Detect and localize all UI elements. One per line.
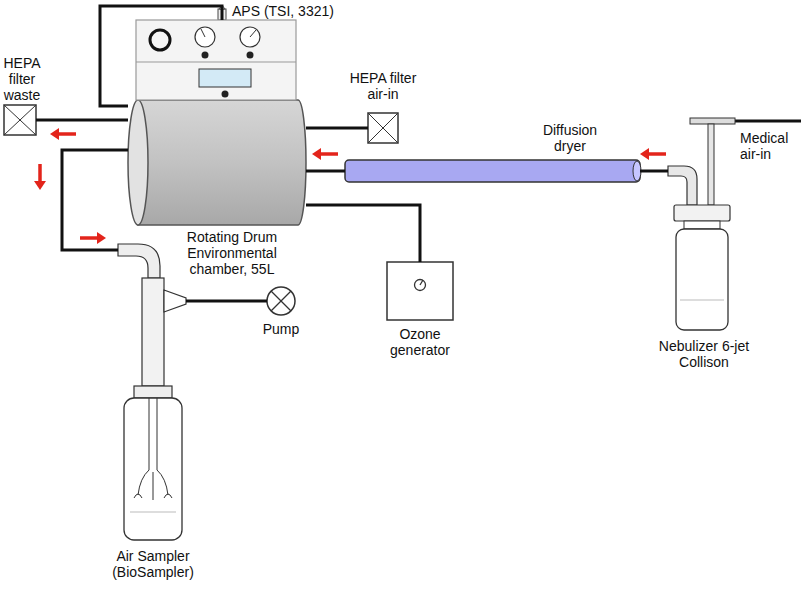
aps-instrument — [136, 5, 296, 100]
label-text: Pump — [256, 321, 306, 337]
drum-cylinder — [128, 100, 306, 225]
tube-connector — [36, 120, 128, 140]
pump: Pump — [267, 287, 295, 315]
air-sampler: Air Sampler (BioSampler) — [118, 238, 186, 543]
flow-arrowhead — [640, 148, 649, 160]
tube-connector — [306, 148, 345, 171]
ozone-generator-box — [387, 262, 453, 320]
label-text: Ozone generator — [380, 326, 460, 358]
dryer-tube: Diffusion dryer — [345, 160, 640, 182]
pump-symbol — [267, 287, 295, 315]
flow-arrow — [80, 236, 97, 240]
nebulizer-bottle — [668, 118, 801, 330]
label-text: HEPA filter waste — [0, 55, 44, 103]
tube-connector — [100, 6, 222, 106]
tube-line — [186, 300, 267, 303]
label-text: Diffusion dryer — [528, 122, 612, 154]
tube-connector — [34, 150, 128, 250]
tube-line — [306, 127, 368, 130]
tube-connector — [186, 301, 267, 302]
hepa-filter-symbol — [4, 105, 398, 143]
filter-box: HEPA filter air-in — [368, 113, 398, 143]
tube-line — [306, 205, 420, 262]
tube-connector — [306, 128, 368, 129]
chamber-cylinder: Rotating Drum Environmental chamber, 55L — [128, 100, 306, 225]
tube-line — [640, 170, 668, 173]
generator-box: Ozone generator — [387, 262, 453, 320]
tube-line — [100, 6, 222, 106]
tube-connector — [640, 148, 668, 171]
flow-arrowhead — [97, 232, 106, 244]
tube-line — [62, 150, 128, 250]
filter-box: HEPA filter waste — [4, 105, 36, 135]
label-text: Medical air-in — [740, 130, 800, 162]
flow-arrowhead — [34, 181, 46, 190]
flow-arrow — [59, 132, 76, 136]
nebulizer: Nebulizer 6-jet Collison — [668, 118, 736, 330]
label-text: Air Sampler (BioSampler) — [100, 548, 206, 580]
tube-line — [306, 170, 345, 173]
label-text: Rotating Drum Environmental chamber, 55L — [158, 229, 306, 277]
flow-arrow — [321, 152, 338, 156]
tube-line — [36, 119, 128, 122]
label-text: HEPA filter air-in — [338, 70, 428, 102]
flow-arrow — [649, 152, 666, 156]
instrument-box: APS (TSI, 3321) — [136, 20, 296, 100]
dryer-tube — [345, 160, 641, 182]
flow-arrow — [38, 164, 42, 181]
biosampler — [118, 244, 186, 540]
flow-arrowhead — [50, 128, 59, 140]
flow-arrowhead — [312, 148, 321, 160]
tube-connector — [306, 205, 420, 262]
label-text: Nebulizer 6-jet Collison — [656, 338, 752, 370]
label-text: APS (TSI, 3321) — [232, 3, 342, 19]
